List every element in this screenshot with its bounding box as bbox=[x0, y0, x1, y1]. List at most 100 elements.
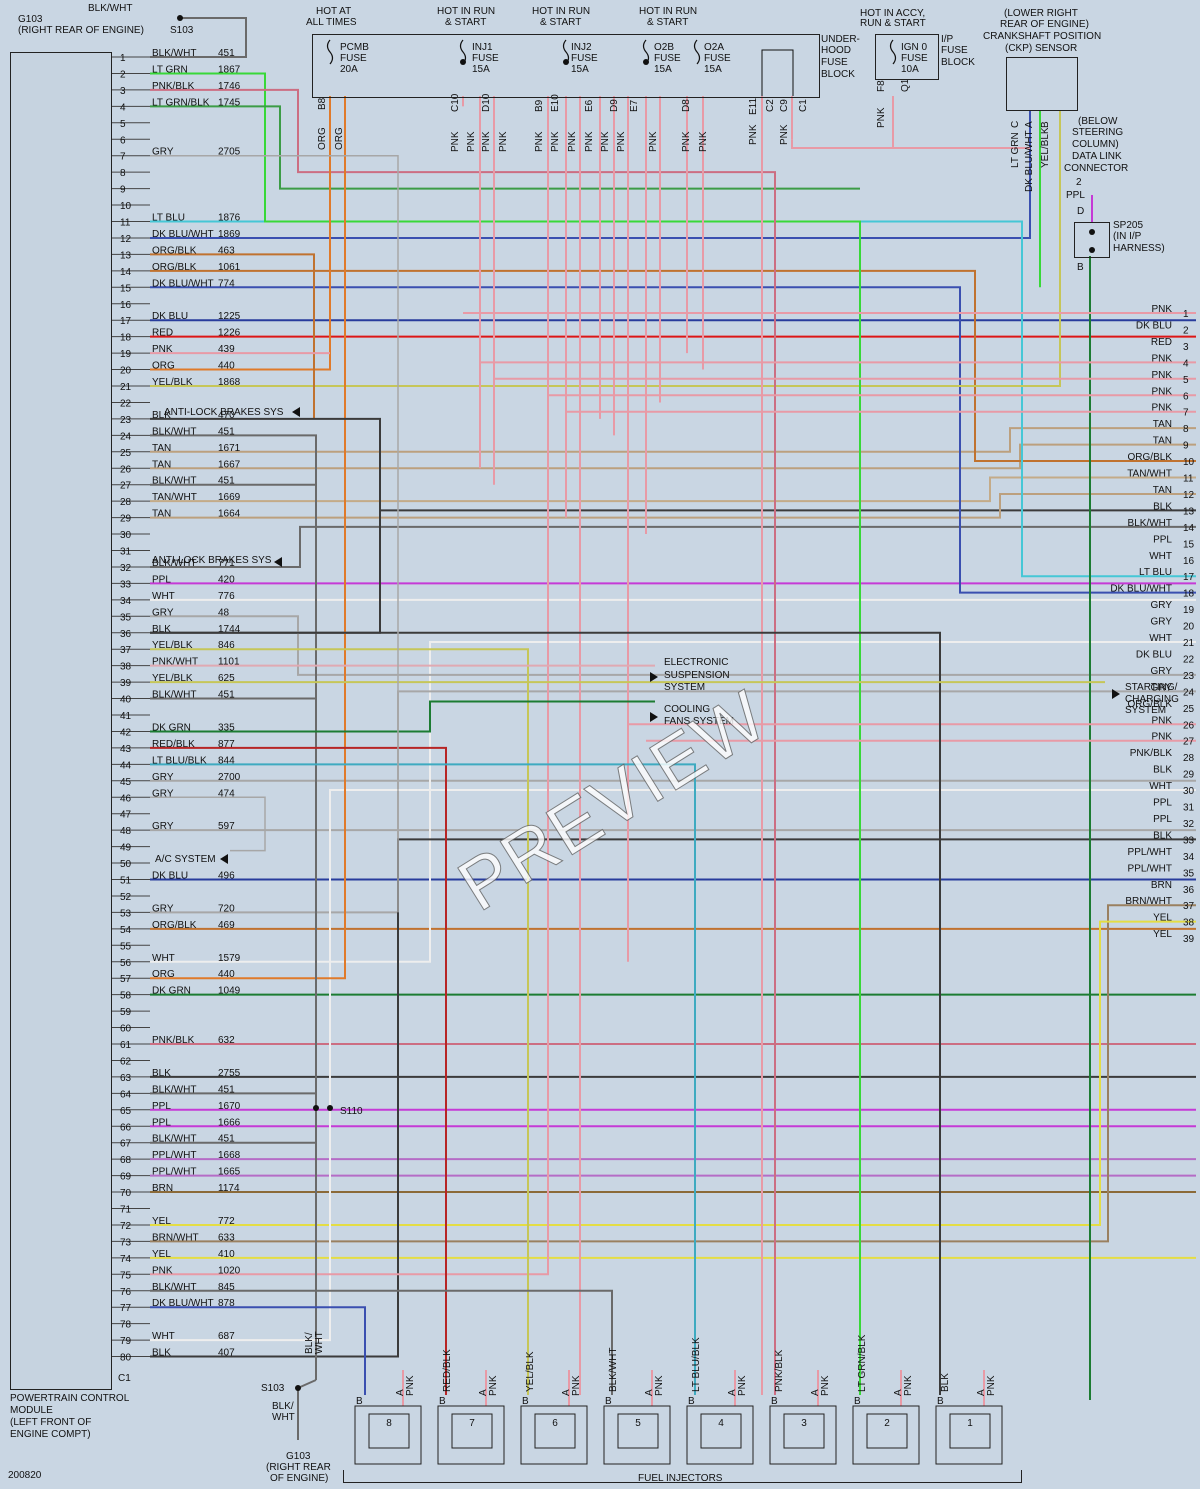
injector-wire-a: PNK bbox=[654, 1375, 665, 1396]
injector-pin-a: A bbox=[976, 1389, 987, 1396]
fuse-terminal-label: C10 bbox=[450, 93, 461, 112]
pin-circuit-id: 1225 bbox=[218, 311, 241, 322]
pin-circuit-id: 845 bbox=[218, 1282, 235, 1293]
pin-wire-color: WHT bbox=[152, 1331, 175, 1342]
injector-wire-a: PNK bbox=[571, 1375, 582, 1396]
pin-circuit-id: 2705 bbox=[218, 147, 241, 158]
injector-wire-a: PNK bbox=[986, 1375, 997, 1396]
pcm-label-4: ENGINE COMPT) bbox=[10, 1429, 91, 1440]
pin-circuit-id: 420 bbox=[218, 574, 235, 585]
note-cooling-2: FANS SYSTEM bbox=[664, 716, 735, 727]
wire-pnk-ckp bbox=[791, 139, 1030, 149]
arrow-marker bbox=[650, 672, 658, 682]
injector-wire-b: LT BLU/BLK bbox=[691, 1337, 702, 1392]
injector-wire-a: PNK bbox=[820, 1375, 831, 1396]
injector-number: 2 bbox=[884, 1418, 890, 1429]
output-number: 30 bbox=[1183, 786, 1195, 797]
pin-wire-color: TAN bbox=[152, 443, 171, 454]
wire-color-vertical: PNK bbox=[648, 131, 659, 152]
output-wire-label: PNK bbox=[1151, 304, 1172, 315]
pin-wire-color: GRY bbox=[152, 147, 174, 158]
dlc-title-1: (BELOW bbox=[1078, 116, 1118, 127]
pin-number: 5 bbox=[120, 119, 126, 130]
output-number: 23 bbox=[1183, 671, 1195, 682]
output-number: 3 bbox=[1183, 342, 1189, 353]
pin-wire-color: DK BLU/WHT bbox=[152, 278, 214, 289]
dlc-pin-b: B bbox=[1077, 262, 1084, 273]
output-wire-label: ORG/BLK bbox=[1128, 699, 1173, 710]
fuel-injectors-label: FUEL INJECTORS bbox=[638, 1473, 723, 1484]
pin-circuit-id: 776 bbox=[218, 591, 235, 602]
pin-wire-color: DK BLU/WHT bbox=[152, 229, 214, 240]
sp205-label-3: HARNESS) bbox=[1113, 243, 1165, 254]
output-number: 13 bbox=[1183, 506, 1195, 517]
wire-b-plus-20 bbox=[150, 96, 331, 371]
pin-number: 37 bbox=[120, 645, 132, 656]
fuse-inj1-type: FUSE bbox=[472, 53, 499, 64]
output-wire-label: PNK bbox=[1151, 370, 1172, 381]
pin-number: 76 bbox=[120, 1287, 132, 1298]
fuse-inj1-name: INJ1 bbox=[472, 42, 493, 53]
pin-circuit-id: 1868 bbox=[218, 377, 241, 388]
output-wire-label: TAN bbox=[1153, 436, 1172, 447]
pin-wire-color: GRY bbox=[152, 903, 174, 914]
injector-wire-b: PNK/BLK bbox=[774, 1349, 785, 1392]
hot-run-start-2-line2: & START bbox=[540, 17, 582, 28]
pin-circuit-id: 1746 bbox=[218, 81, 241, 92]
pin-number: 21 bbox=[120, 382, 132, 393]
wire-color-vertical: PNK bbox=[779, 124, 790, 145]
pin-wire-color: LT BLU/BLK bbox=[152, 755, 207, 766]
injector-box bbox=[437, 1405, 505, 1465]
fuse-o2b-name: O2B bbox=[654, 42, 675, 53]
wire-ign-ltgrn bbox=[150, 72, 861, 1395]
pin-circuit-id: 451 bbox=[218, 476, 235, 487]
pin-wire-color: DK BLU bbox=[152, 871, 188, 882]
pin-number: 75 bbox=[120, 1270, 132, 1281]
wire-cmp-sig bbox=[150, 904, 1196, 1243]
pin-number: 58 bbox=[120, 991, 132, 1002]
pin-wire-color: BRN bbox=[152, 1183, 173, 1194]
arrow-marker bbox=[274, 557, 282, 567]
pin-number: 44 bbox=[120, 760, 132, 771]
hot-all-times-line1: HOT AT bbox=[316, 6, 352, 17]
injector-number: 8 bbox=[386, 1418, 392, 1429]
sp205-splice-box bbox=[1074, 222, 1110, 258]
pin-number: 9 bbox=[120, 185, 126, 196]
note-abs-1: ANTI-LOCK BRAKES SYS bbox=[164, 407, 284, 418]
wire-cpp-sw bbox=[150, 615, 1196, 676]
fuse-terminal-label: B8 bbox=[317, 97, 328, 110]
pin-circuit-id: 410 bbox=[218, 1249, 235, 1260]
g103-bottom-1: G103 bbox=[286, 1451, 311, 1462]
wire-color-vertical: PNK bbox=[450, 131, 461, 152]
pin-circuit-id: 774 bbox=[218, 278, 235, 289]
ip-block-label-2: FUSE bbox=[941, 45, 968, 56]
fuse-o2a-name: O2A bbox=[704, 42, 725, 53]
pin-wire-color: PPL/WHT bbox=[152, 1150, 196, 1161]
output-wire-label: PPL bbox=[1153, 798, 1172, 809]
pin-wire-color: DK BLU/WHT bbox=[152, 1298, 214, 1309]
pin-number: 23 bbox=[120, 415, 132, 426]
injector-box bbox=[354, 1405, 422, 1465]
pin-circuit-id: 1020 bbox=[218, 1265, 241, 1276]
wire-inj2-ctrl bbox=[150, 105, 860, 190]
wire-color-vertical: PNK bbox=[567, 131, 578, 152]
injector-wire-b: LT GRN/BLK bbox=[857, 1334, 868, 1392]
hot-run-start-1-line2: & START bbox=[445, 17, 487, 28]
pin-wire-color: BLK bbox=[152, 1348, 171, 1359]
output-wire-label: TAN/WHT bbox=[1127, 469, 1172, 480]
splice-dot bbox=[177, 15, 183, 21]
pin-wire-color: PNK bbox=[152, 344, 173, 355]
pin-circuit-id: 1579 bbox=[218, 953, 241, 964]
pin-wire-color: GRY bbox=[152, 821, 174, 832]
pin-number: 33 bbox=[120, 579, 132, 590]
wire-color-vertical: PNK bbox=[748, 124, 759, 145]
dlc-title-5: CONNECTOR bbox=[1064, 163, 1129, 174]
pin-circuit-id: 1876 bbox=[218, 213, 241, 224]
arrow-marker bbox=[1112, 689, 1120, 699]
pin-circuit-id: 2700 bbox=[218, 772, 241, 783]
pin-number: 54 bbox=[120, 925, 132, 936]
pin-circuit-id: 771 bbox=[218, 558, 235, 569]
injector-pin-b: B bbox=[688, 1396, 695, 1407]
output-number: 12 bbox=[1183, 490, 1195, 501]
output-number: 36 bbox=[1183, 885, 1195, 896]
